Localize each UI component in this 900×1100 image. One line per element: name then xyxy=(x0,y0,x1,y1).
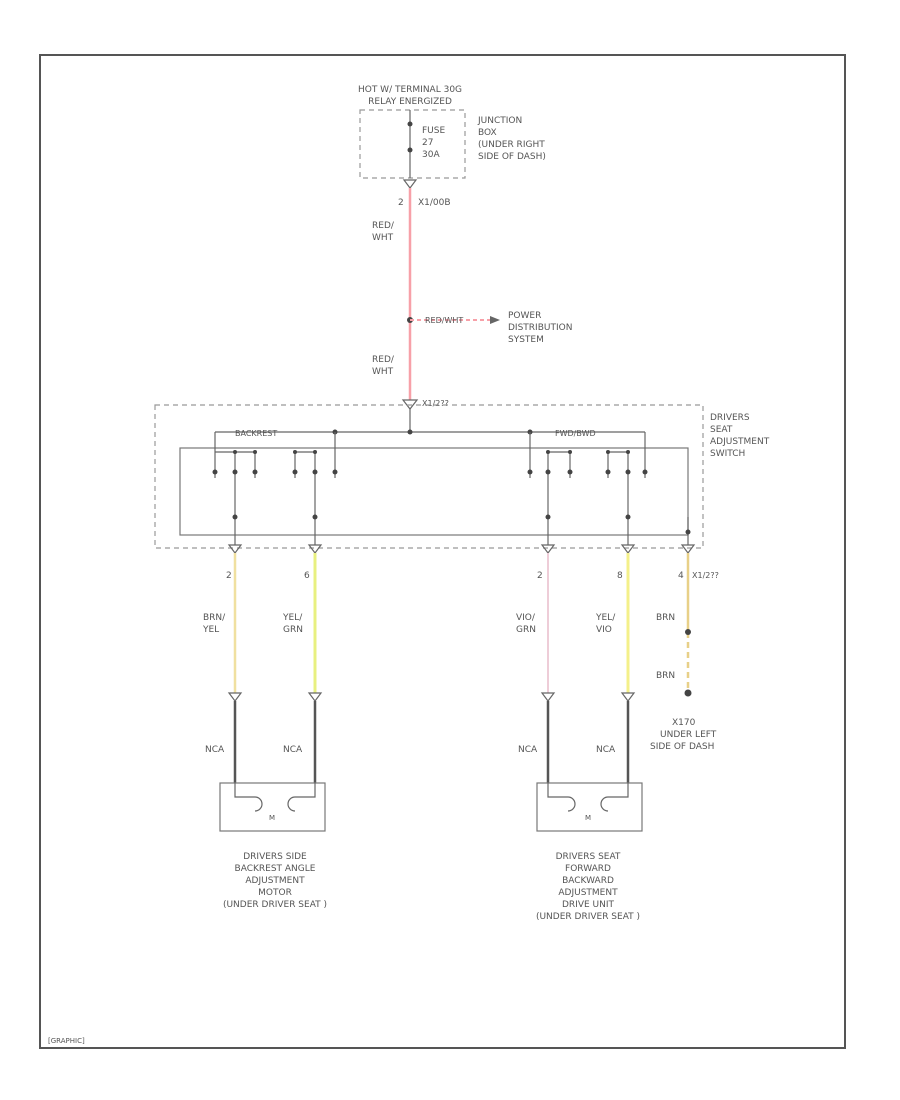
supply-label-1: HOT W/ TERMINAL 30G xyxy=(358,85,462,95)
brn-yel-label-a: BRN/ xyxy=(203,613,226,623)
jb-connector-id: X1/00B xyxy=(418,198,451,208)
seat-switch-body xyxy=(179,447,689,536)
backrest-motor-caption-5: (UNDER DRIVER SEAT ) xyxy=(223,900,327,910)
seat-switch-name-2: SEAT xyxy=(710,425,733,435)
pin-number-5: 4 xyxy=(678,571,684,581)
junction-box-location-1: JUNCTION xyxy=(477,116,522,126)
switch-output-pins xyxy=(227,544,696,554)
yel-vio-label-b: VIO xyxy=(596,625,612,635)
diagram-frame xyxy=(39,54,846,1049)
brn-yel-label-b: YEL xyxy=(202,625,219,635)
pin-number-1: 2 xyxy=(226,571,232,581)
backrest-motor-caption-3: ADJUSTMENT xyxy=(245,876,305,886)
ground-location-1: X170 xyxy=(672,718,696,728)
nca-label-1: NCA xyxy=(205,745,225,755)
backrest-section-label: BACKREST xyxy=(235,429,277,438)
forward-section-label: FWD/BWD xyxy=(555,429,596,438)
jb-pin-number: 2 xyxy=(398,198,404,208)
junction-box-location-2: BOX xyxy=(478,128,497,138)
backrest-motor-winding xyxy=(234,783,316,798)
red-wht-label-1b: WHT xyxy=(372,233,394,243)
pin-number-3: 2 xyxy=(537,571,543,581)
forward-motor-caption-3: BACKWARD xyxy=(562,876,614,886)
supply-label-2: RELAY ENERGIZED xyxy=(368,97,452,107)
ground-point-icon xyxy=(684,689,692,697)
power-distribution-1: POWER xyxy=(508,311,541,321)
red-wht-label-2a: RED/ xyxy=(372,355,395,365)
forward-motor-box xyxy=(536,782,643,832)
pin-number-2: 6 xyxy=(304,571,310,581)
backrest-motor-caption-4: MOTOR xyxy=(258,888,292,898)
brn-label-1: BRN xyxy=(656,613,675,623)
fuse-label: FUSE xyxy=(422,126,445,136)
nca-label-2: NCA xyxy=(283,745,303,755)
red-wht-branch-label: RED/WHT xyxy=(425,316,463,325)
nca-label-3: NCA xyxy=(518,745,538,755)
forward-motor-caption-5: DRIVE UNIT xyxy=(562,900,615,910)
junction-box-location-4: SIDE OF DASH) xyxy=(478,152,546,162)
bus-node xyxy=(407,429,413,435)
motor-icon xyxy=(567,796,609,812)
seat-switch-name-3: ADJUSTMENT xyxy=(710,437,770,447)
yel-vio-label-a: YEL/ xyxy=(595,613,616,623)
forward-motor-symbol: M xyxy=(585,814,591,822)
motor-connector-pins xyxy=(227,692,636,702)
jb-connector-pin xyxy=(402,179,418,189)
forward-motor-caption-6: (UNDER DRIVER SEAT ) xyxy=(536,912,640,922)
switch-input-connector: X1/2?? xyxy=(422,399,449,408)
forward-motor-caption-2: FORWARD xyxy=(565,864,611,874)
forward-motor-caption-1: DRIVERS SEAT xyxy=(556,852,621,862)
graphic-code: [GRAPHIC] xyxy=(48,1037,85,1045)
power-distribution-3: SYSTEM xyxy=(508,335,544,345)
yel-grn-label-a: YEL/ xyxy=(282,613,303,623)
brn-label-2: BRN xyxy=(656,671,675,681)
fuse-rating: 30A xyxy=(422,150,440,160)
ground-connector-id: X1/2?? xyxy=(692,571,719,580)
backrest-motor-symbol: M xyxy=(269,814,275,822)
arrow-icon xyxy=(490,316,500,324)
junction-box-outline xyxy=(359,109,466,179)
forward-switch-contacts xyxy=(527,432,691,545)
fuse-terminal-bottom xyxy=(407,147,413,153)
forward-motor-caption-4: ADJUSTMENT xyxy=(558,888,618,898)
nca-label-4: NCA xyxy=(596,745,616,755)
motor-icon xyxy=(254,796,296,812)
ground-location-3: SIDE OF DASH xyxy=(650,742,714,752)
ground-splice-dot xyxy=(685,629,691,635)
backrest-motor-caption-1: DRIVERS SIDE xyxy=(243,852,307,862)
pin-number-4: 8 xyxy=(617,571,623,581)
backrest-switch-contacts xyxy=(212,432,338,545)
fuse-terminal-top xyxy=(407,121,413,127)
red-wht-label-2b: WHT xyxy=(372,367,394,377)
junction-box-location-3: (UNDER RIGHT xyxy=(478,140,545,150)
vio-grn-label-a: VIO/ xyxy=(516,613,536,623)
switch-input-pin xyxy=(401,399,419,410)
forward-motor-winding xyxy=(547,783,629,798)
red-wht-label-1a: RED/ xyxy=(372,221,395,231)
backrest-motor-caption-2: BACKREST ANGLE xyxy=(235,864,316,874)
fuse-number: 27 xyxy=(422,138,433,148)
backrest-motor-box xyxy=(219,782,326,832)
yel-grn-label-b: GRN xyxy=(283,625,303,635)
power-distribution-2: DISTRIBUTION xyxy=(508,323,572,333)
seat-switch-name-4: SWITCH xyxy=(710,449,745,459)
seat-switch-outline xyxy=(154,404,704,549)
ground-location-2: UNDER LEFT xyxy=(660,730,717,740)
seat-switch-name-1: DRIVERS xyxy=(710,413,750,423)
vio-grn-label-b: GRN xyxy=(516,625,536,635)
